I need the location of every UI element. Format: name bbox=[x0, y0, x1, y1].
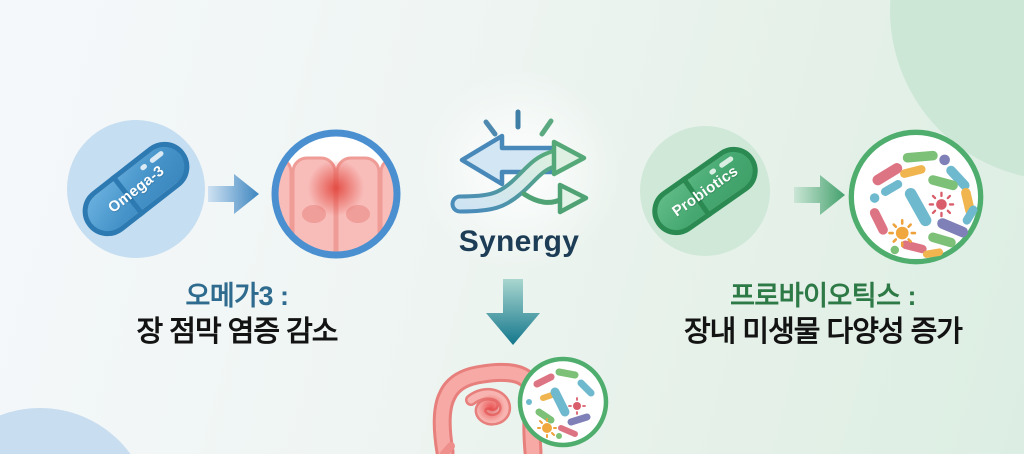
inflamed-gut-lining-icon bbox=[271, 129, 401, 259]
arrow-right-head-icon bbox=[557, 182, 589, 215]
probiotics-description: 장내 미생물 다양성 증가 bbox=[684, 316, 963, 348]
omega3-capsule-background: Omega-3 bbox=[67, 120, 205, 258]
synergy-arrows-icon bbox=[450, 109, 589, 215]
gut-with-microbes-icon bbox=[432, 356, 609, 454]
probiotics-heading: 프로바이오틱스 : bbox=[730, 281, 916, 311]
microbes-diversity-icon bbox=[848, 129, 984, 265]
arrow-right-icon bbox=[794, 175, 845, 215]
synergy-label: Synergy bbox=[458, 225, 580, 258]
omega3-capsule-icon: Omega-3 bbox=[72, 131, 200, 247]
probiotics-capsule-icon: Probiotics bbox=[642, 137, 768, 245]
microbes-icon bbox=[517, 356, 609, 448]
sparkle-icon bbox=[483, 109, 554, 137]
arrow-right-icon bbox=[208, 174, 259, 214]
decorative-circle-bottom-left bbox=[0, 408, 152, 454]
omega3-heading: 오메가3 : bbox=[185, 281, 289, 311]
omega3-description: 장 점막 염증 감소 bbox=[136, 316, 339, 348]
spiky-microbe-icon bbox=[928, 191, 955, 218]
spiky-microbe-icon bbox=[888, 219, 917, 248]
arrow-right-head-icon bbox=[551, 139, 587, 177]
arrow-down-icon bbox=[486, 279, 540, 345]
probiotics-capsule-background: Probiotics bbox=[640, 126, 770, 256]
